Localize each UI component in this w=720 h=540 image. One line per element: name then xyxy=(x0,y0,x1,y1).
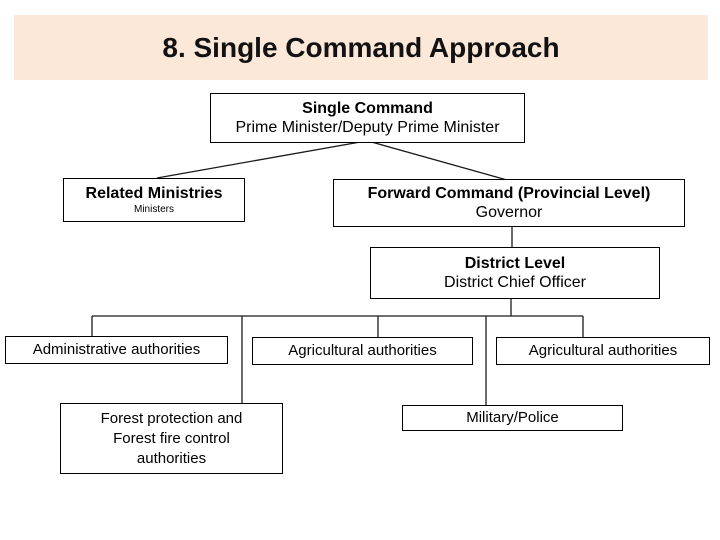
node-related-ministries-subtitle: Ministers xyxy=(133,204,174,215)
node-related-ministries-title: Related Ministries xyxy=(85,185,223,202)
connector-single-to-forward xyxy=(367,140,508,181)
slide-title-bar: 8. Single Command Approach xyxy=(14,15,708,80)
node-related-ministries: Related Ministries Ministers xyxy=(63,178,245,222)
node-forward-command-subtitle: Governor xyxy=(475,204,543,221)
node-forest-protection: Forest protection and Forest fire contro… xyxy=(60,403,283,474)
node-district-level-title: District Level xyxy=(464,255,566,272)
node-military-police-label: Military/Police xyxy=(466,409,559,426)
connector-single-to-related xyxy=(156,140,367,179)
node-agricultural-authorities-right-label: Agricultural authorities xyxy=(528,342,678,359)
node-agricultural-authorities-mid: Agricultural authorities xyxy=(252,337,473,365)
node-forward-command: Forward Command (Provincial Level) Gover… xyxy=(333,179,685,227)
node-agricultural-authorities-right: Agricultural authorities xyxy=(496,337,710,365)
node-forest-protection-line1: Forest protection and xyxy=(100,409,243,427)
node-agricultural-authorities-mid-label: Agricultural authorities xyxy=(288,342,437,359)
slide-title: 8. Single Command Approach xyxy=(162,31,560,63)
node-forest-protection-line3: authorities xyxy=(136,449,207,467)
node-single-command: Single Command Prime Minister/Deputy Pri… xyxy=(210,93,525,143)
node-administrative-authorities: Administrative authorities xyxy=(5,336,228,364)
node-administrative-authorities-label: Administrative authorities xyxy=(32,341,201,358)
node-forward-command-title: Forward Command (Provincial Level) xyxy=(367,185,651,202)
node-forest-protection-line2: Forest fire control xyxy=(113,429,230,447)
node-military-police: Military/Police xyxy=(402,405,623,431)
node-single-command-title: Single Command xyxy=(302,100,433,117)
node-single-command-subtitle: Prime Minister/Deputy Prime Minister xyxy=(235,119,500,136)
node-district-level: District Level District Chief Officer xyxy=(370,247,660,299)
node-district-level-subtitle: District Chief Officer xyxy=(444,274,586,291)
